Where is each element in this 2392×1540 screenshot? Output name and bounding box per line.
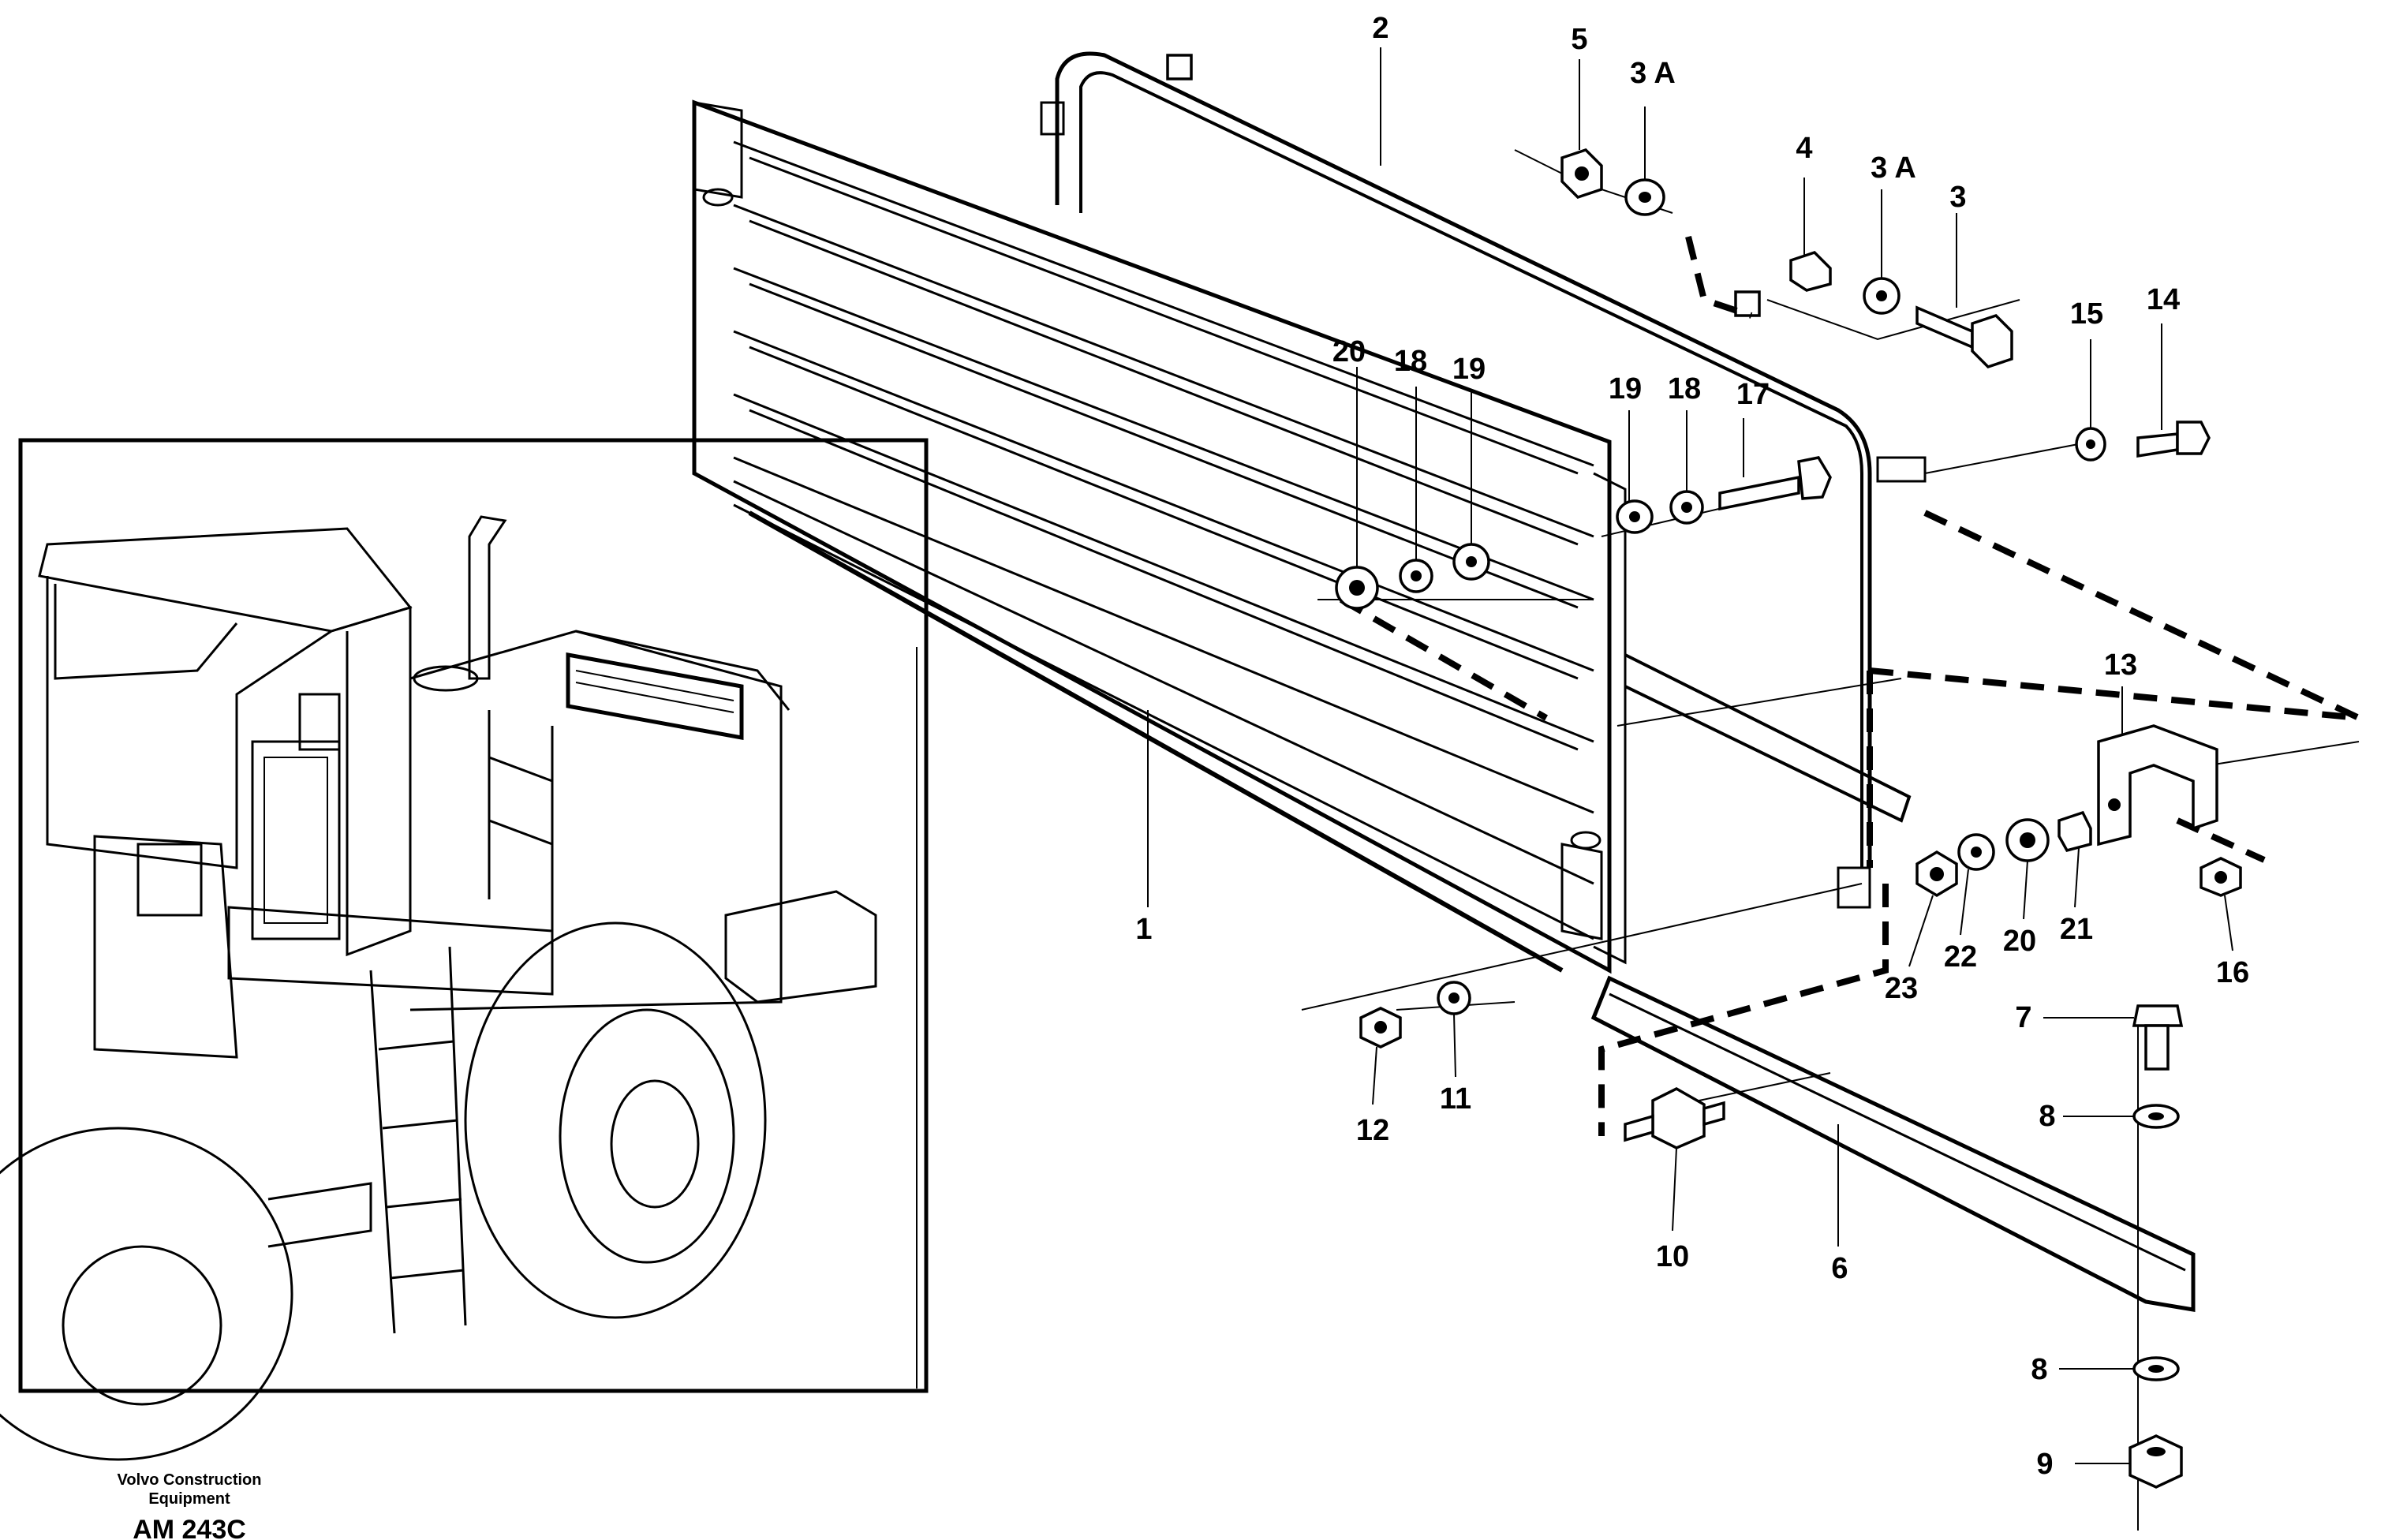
bracket-13 xyxy=(2097,724,2218,847)
nut-5 xyxy=(1560,148,1603,200)
callout-1: 1 xyxy=(1135,913,1152,946)
callout-19-top: 19 xyxy=(1452,353,1486,386)
lower-end-tank xyxy=(1560,843,1603,940)
frame-outer xyxy=(1055,51,1872,868)
cab-roof xyxy=(38,527,413,633)
callout-8-bottom: 8 xyxy=(2031,1353,2047,1386)
callout-4: 4 xyxy=(1796,132,1812,165)
washer-22 xyxy=(1957,833,1995,871)
callout-3a-mid: 3 A xyxy=(1871,151,1916,185)
loader-inset xyxy=(0,438,929,1461)
nut-12 xyxy=(1359,1007,1402,1048)
rubber-mount-10 xyxy=(1624,1087,1725,1149)
washer-3a-mid xyxy=(1863,277,1901,315)
washer-8-bottom xyxy=(2132,1356,2180,1381)
nut-16 xyxy=(2200,857,2242,897)
washer-8-top xyxy=(2132,1104,2180,1129)
callout-5: 5 xyxy=(1571,23,1587,56)
callout-12: 12 xyxy=(1356,1114,1389,1147)
bushing-20-bottom xyxy=(2005,818,2050,862)
bolt-3 xyxy=(1915,305,2013,369)
hardware xyxy=(1335,148,2242,1489)
publisher-caption: Volvo Construction Equipment AM 243C xyxy=(118,1471,262,1540)
callout-9: 9 xyxy=(2036,1448,2053,1481)
callout-8-top: 8 xyxy=(2039,1100,2055,1133)
platform xyxy=(227,906,554,996)
cooler-location xyxy=(566,652,744,740)
cooler-outline xyxy=(692,99,1612,974)
bushing-20-top xyxy=(1335,566,1379,610)
callout-18-top: 18 xyxy=(1394,345,1427,378)
callout-labels: 2 5 3 A 4 3 A 3 15 14 20 18 19 19 18 17 … xyxy=(1135,12,2249,1481)
callout-13: 13 xyxy=(2104,649,2137,682)
nut-9 xyxy=(2129,1434,2183,1489)
spacer-21 xyxy=(2057,810,2092,853)
frame-tab-right xyxy=(1876,456,1927,483)
callout-3a-top: 3 A xyxy=(1630,57,1676,90)
callout-11: 11 xyxy=(1440,1082,1471,1116)
rail-body xyxy=(1590,975,2196,1312)
callout-10: 10 xyxy=(1656,1240,1689,1273)
mounting-frame xyxy=(1040,51,1927,909)
washer-15 xyxy=(2075,427,2106,462)
callout-14: 14 xyxy=(2147,283,2180,316)
cooler-tubes xyxy=(733,140,1594,940)
spacer-4 xyxy=(1789,250,1832,292)
caption-maker-line2: Equipment xyxy=(148,1490,230,1508)
rear-tire xyxy=(464,921,767,1319)
exhaust-stack xyxy=(468,515,507,680)
callout-16: 16 xyxy=(2216,956,2249,989)
callout-19-right: 19 xyxy=(1609,372,1642,406)
bolt-7 xyxy=(2132,1004,2184,1071)
callout-20-bottom: 20 xyxy=(2003,925,2036,958)
counterweight xyxy=(724,890,877,1004)
lower-bar xyxy=(1624,653,1912,823)
callout-17: 17 xyxy=(1736,378,1770,411)
callout-2: 2 xyxy=(1372,12,1388,45)
callout-22: 22 xyxy=(1944,940,1977,974)
mirror xyxy=(298,693,341,751)
cab-door xyxy=(251,740,341,940)
washer-19-top xyxy=(1452,543,1490,581)
callout-18-right: 18 xyxy=(1668,372,1701,406)
callout-leaders xyxy=(1147,47,2233,1464)
inset-frame xyxy=(18,438,929,1393)
callout-21: 21 xyxy=(2060,913,2093,946)
washer-11 xyxy=(1437,981,1471,1015)
washer-18-top xyxy=(1399,559,1433,593)
callout-3: 3 xyxy=(1949,181,1966,214)
support-rail xyxy=(1590,653,2196,1312)
callout-7: 7 xyxy=(2015,1001,2031,1034)
nut-23 xyxy=(1915,850,1958,898)
bolt-14 xyxy=(2136,421,2211,458)
washer-18-right xyxy=(1669,490,1704,525)
callout-15: 15 xyxy=(2070,297,2103,331)
washer-19-right xyxy=(1616,499,1654,534)
upper-end-tank xyxy=(693,101,743,199)
front-tire xyxy=(0,1127,293,1461)
bolt-17 xyxy=(1718,456,1832,511)
ladder xyxy=(369,946,467,1334)
engine-hood xyxy=(409,630,783,1011)
frame-tab-top xyxy=(1040,101,1065,136)
cooler-core xyxy=(692,99,1627,974)
cooler-lower-edge xyxy=(748,510,1564,973)
caption-code: AM 243C xyxy=(133,1515,246,1540)
caption-maker-line1: Volvo Construction xyxy=(118,1471,262,1489)
callout-20-top: 20 xyxy=(1332,335,1366,368)
callout-23: 23 xyxy=(1885,972,1918,1005)
washer-3a-top xyxy=(1624,178,1665,216)
callout-6: 6 xyxy=(1831,1252,1848,1285)
frame-tab-bottom xyxy=(1837,866,1871,909)
work-light xyxy=(136,843,203,917)
